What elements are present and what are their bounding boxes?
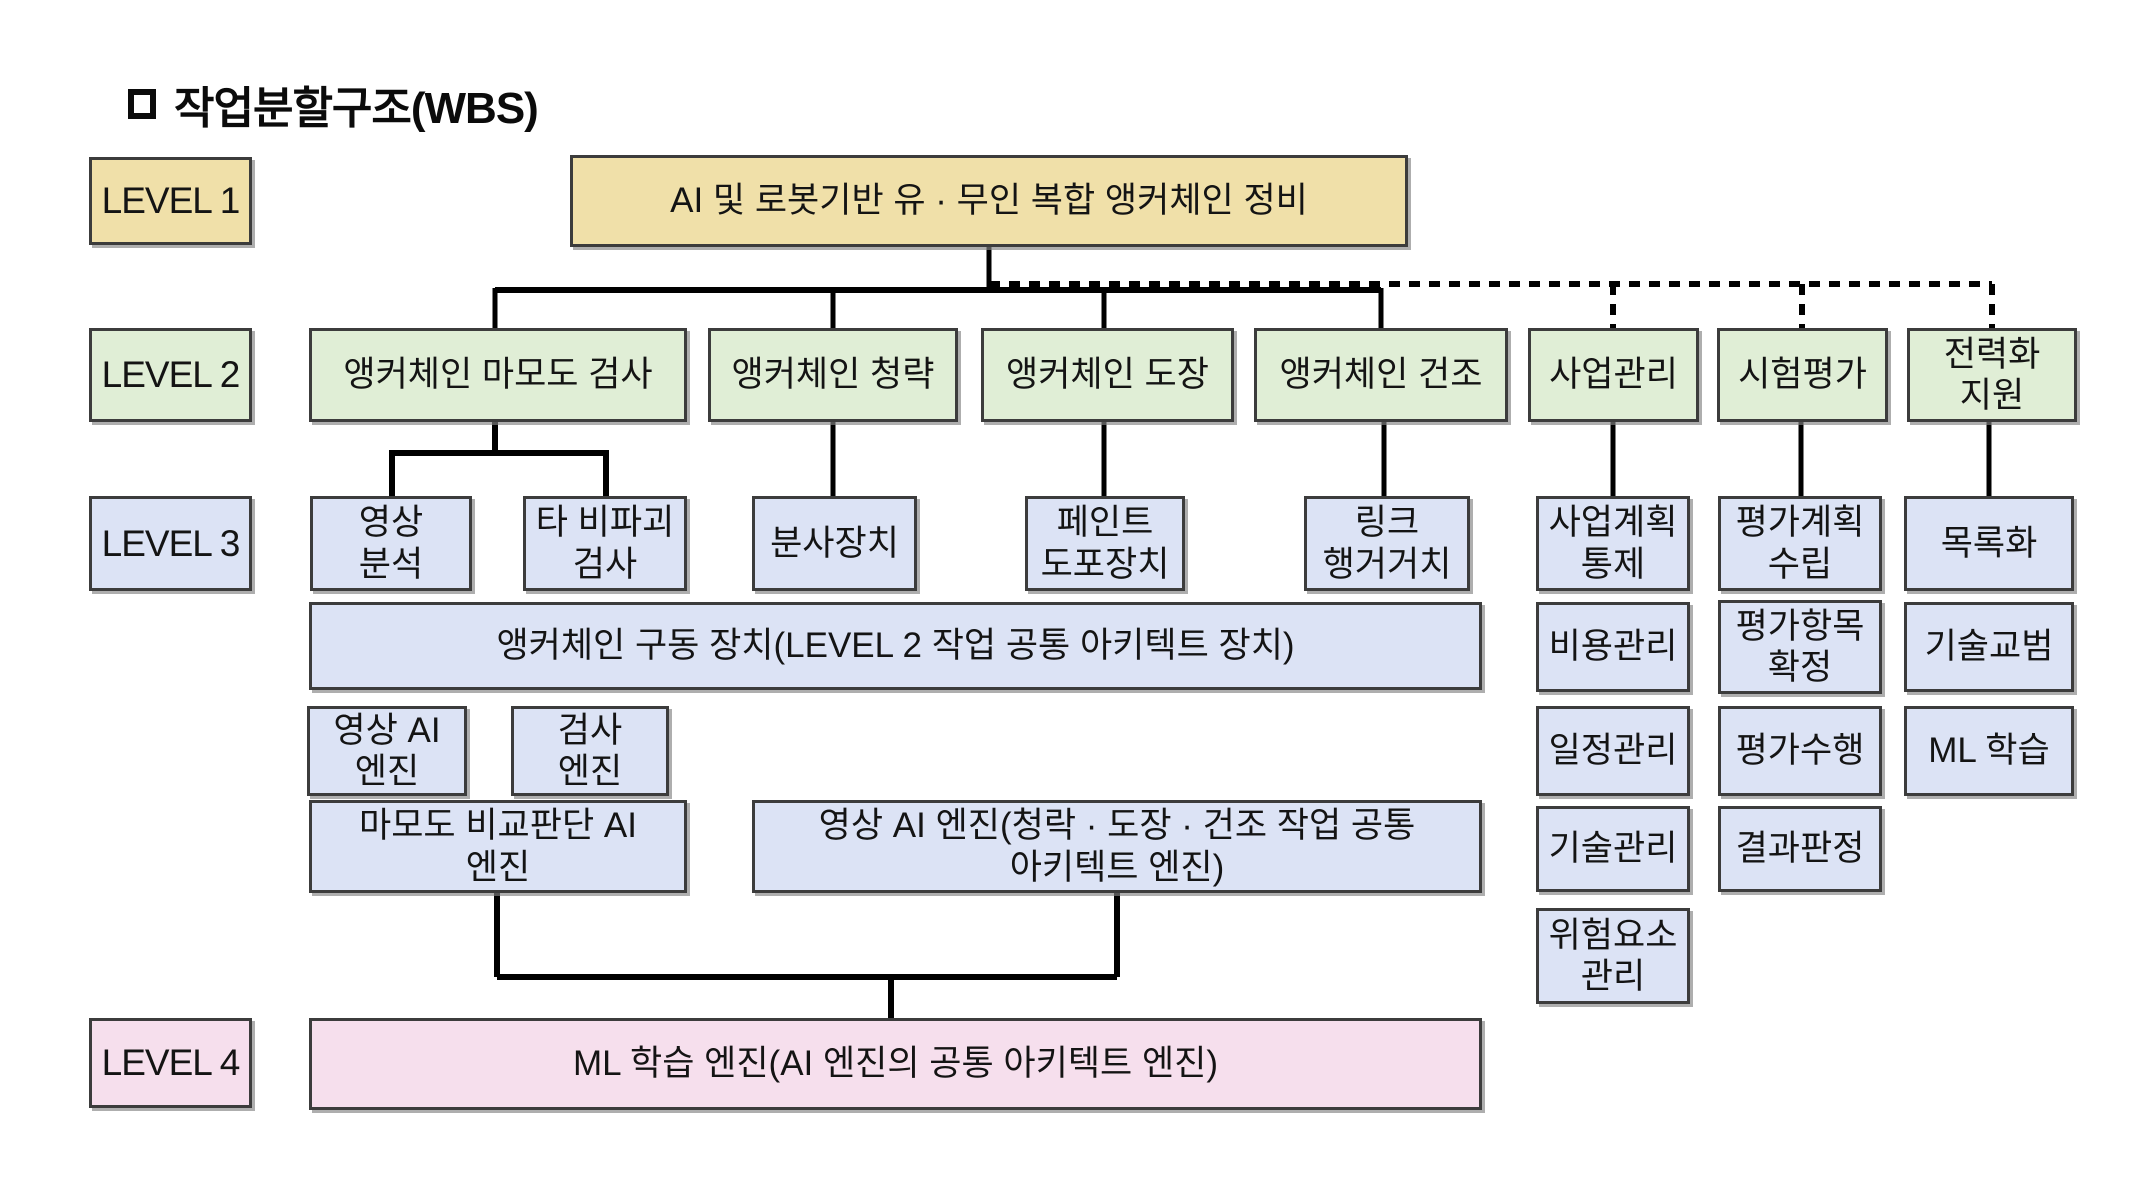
node-cost-mgmt: 비용관리 (1536, 602, 1690, 692)
node-link-hanger: 링크 행거거치 (1304, 496, 1470, 591)
node-paint-device: 페인트 도포장치 (1025, 496, 1185, 591)
level-2-label: LEVEL 2 (89, 328, 252, 422)
node-eval-exec: 평가수행 (1718, 706, 1882, 796)
page-title-text: 작업분할구조(WBS) (174, 84, 539, 133)
node-plan-control: 사업계획 통제 (1536, 496, 1690, 591)
node-ml-learning: ML 학습 (1904, 706, 2074, 796)
level-4-label: LEVEL 4 (89, 1018, 252, 1108)
level-1-label: LEVEL 1 (89, 157, 252, 245)
node-eval-plan: 평가계획 수립 (1718, 496, 1882, 591)
node-painting: 앵커체인 도장 (981, 328, 1234, 422)
node-drive-device: 앵커체인 구동 장치(LEVEL 2 작업 공통 아키텍트 장치) (309, 602, 1482, 690)
node-spray-device: 분사장치 (752, 496, 917, 591)
node-force-support: 전력화 지원 (1907, 328, 2077, 422)
node-eval-items: 평가항목 확정 (1718, 600, 1882, 694)
node-wear-inspection: 앵커체인 마모도 검사 (309, 328, 687, 422)
node-tech-mgmt: 기술관리 (1536, 806, 1690, 892)
node-schedule-mgmt: 일정관리 (1536, 706, 1690, 796)
node-result-judge: 결과판정 (1718, 806, 1882, 892)
node-video-ai-engine: 영상 AI 엔진 (307, 706, 467, 796)
square-bullet-icon (128, 89, 156, 119)
node-common-ai-engine: 영상 AI 엔진(청락 · 도장 · 건조 작업 공통 아키텍트 엔진) (752, 800, 1482, 893)
page-title: 작업분할구조(WBS) (128, 72, 539, 136)
node-test-eval: 시험평가 (1717, 328, 1888, 422)
node-image-analysis: 영상 분석 (310, 496, 472, 591)
node-risk-mgmt: 위험요소 관리 (1536, 908, 1690, 1004)
node-ml-engine: ML 학습 엔진(AI 엔진의 공통 아키텍트 엔진) (309, 1018, 1482, 1110)
node-other-ndt: 타 비파괴 검사 (523, 496, 687, 591)
node-cleaning: 앵커체인 청략 (708, 328, 958, 422)
node-cataloging: 목록화 (1904, 496, 2074, 591)
node-biz-mgmt: 사업관리 (1528, 328, 1699, 422)
level-3-label: LEVEL 3 (89, 496, 252, 591)
node-drying: 앵커체인 건조 (1254, 328, 1508, 422)
node-root: AI 및 로봇기반 유 · 무인 복합 앵커체인 정비 (570, 155, 1408, 247)
node-inspect-engine: 검사 엔진 (511, 706, 669, 796)
node-wear-ai-engine: 마모도 비교판단 AI 엔진 (309, 800, 687, 893)
node-tech-manual: 기술교범 (1904, 602, 2074, 692)
